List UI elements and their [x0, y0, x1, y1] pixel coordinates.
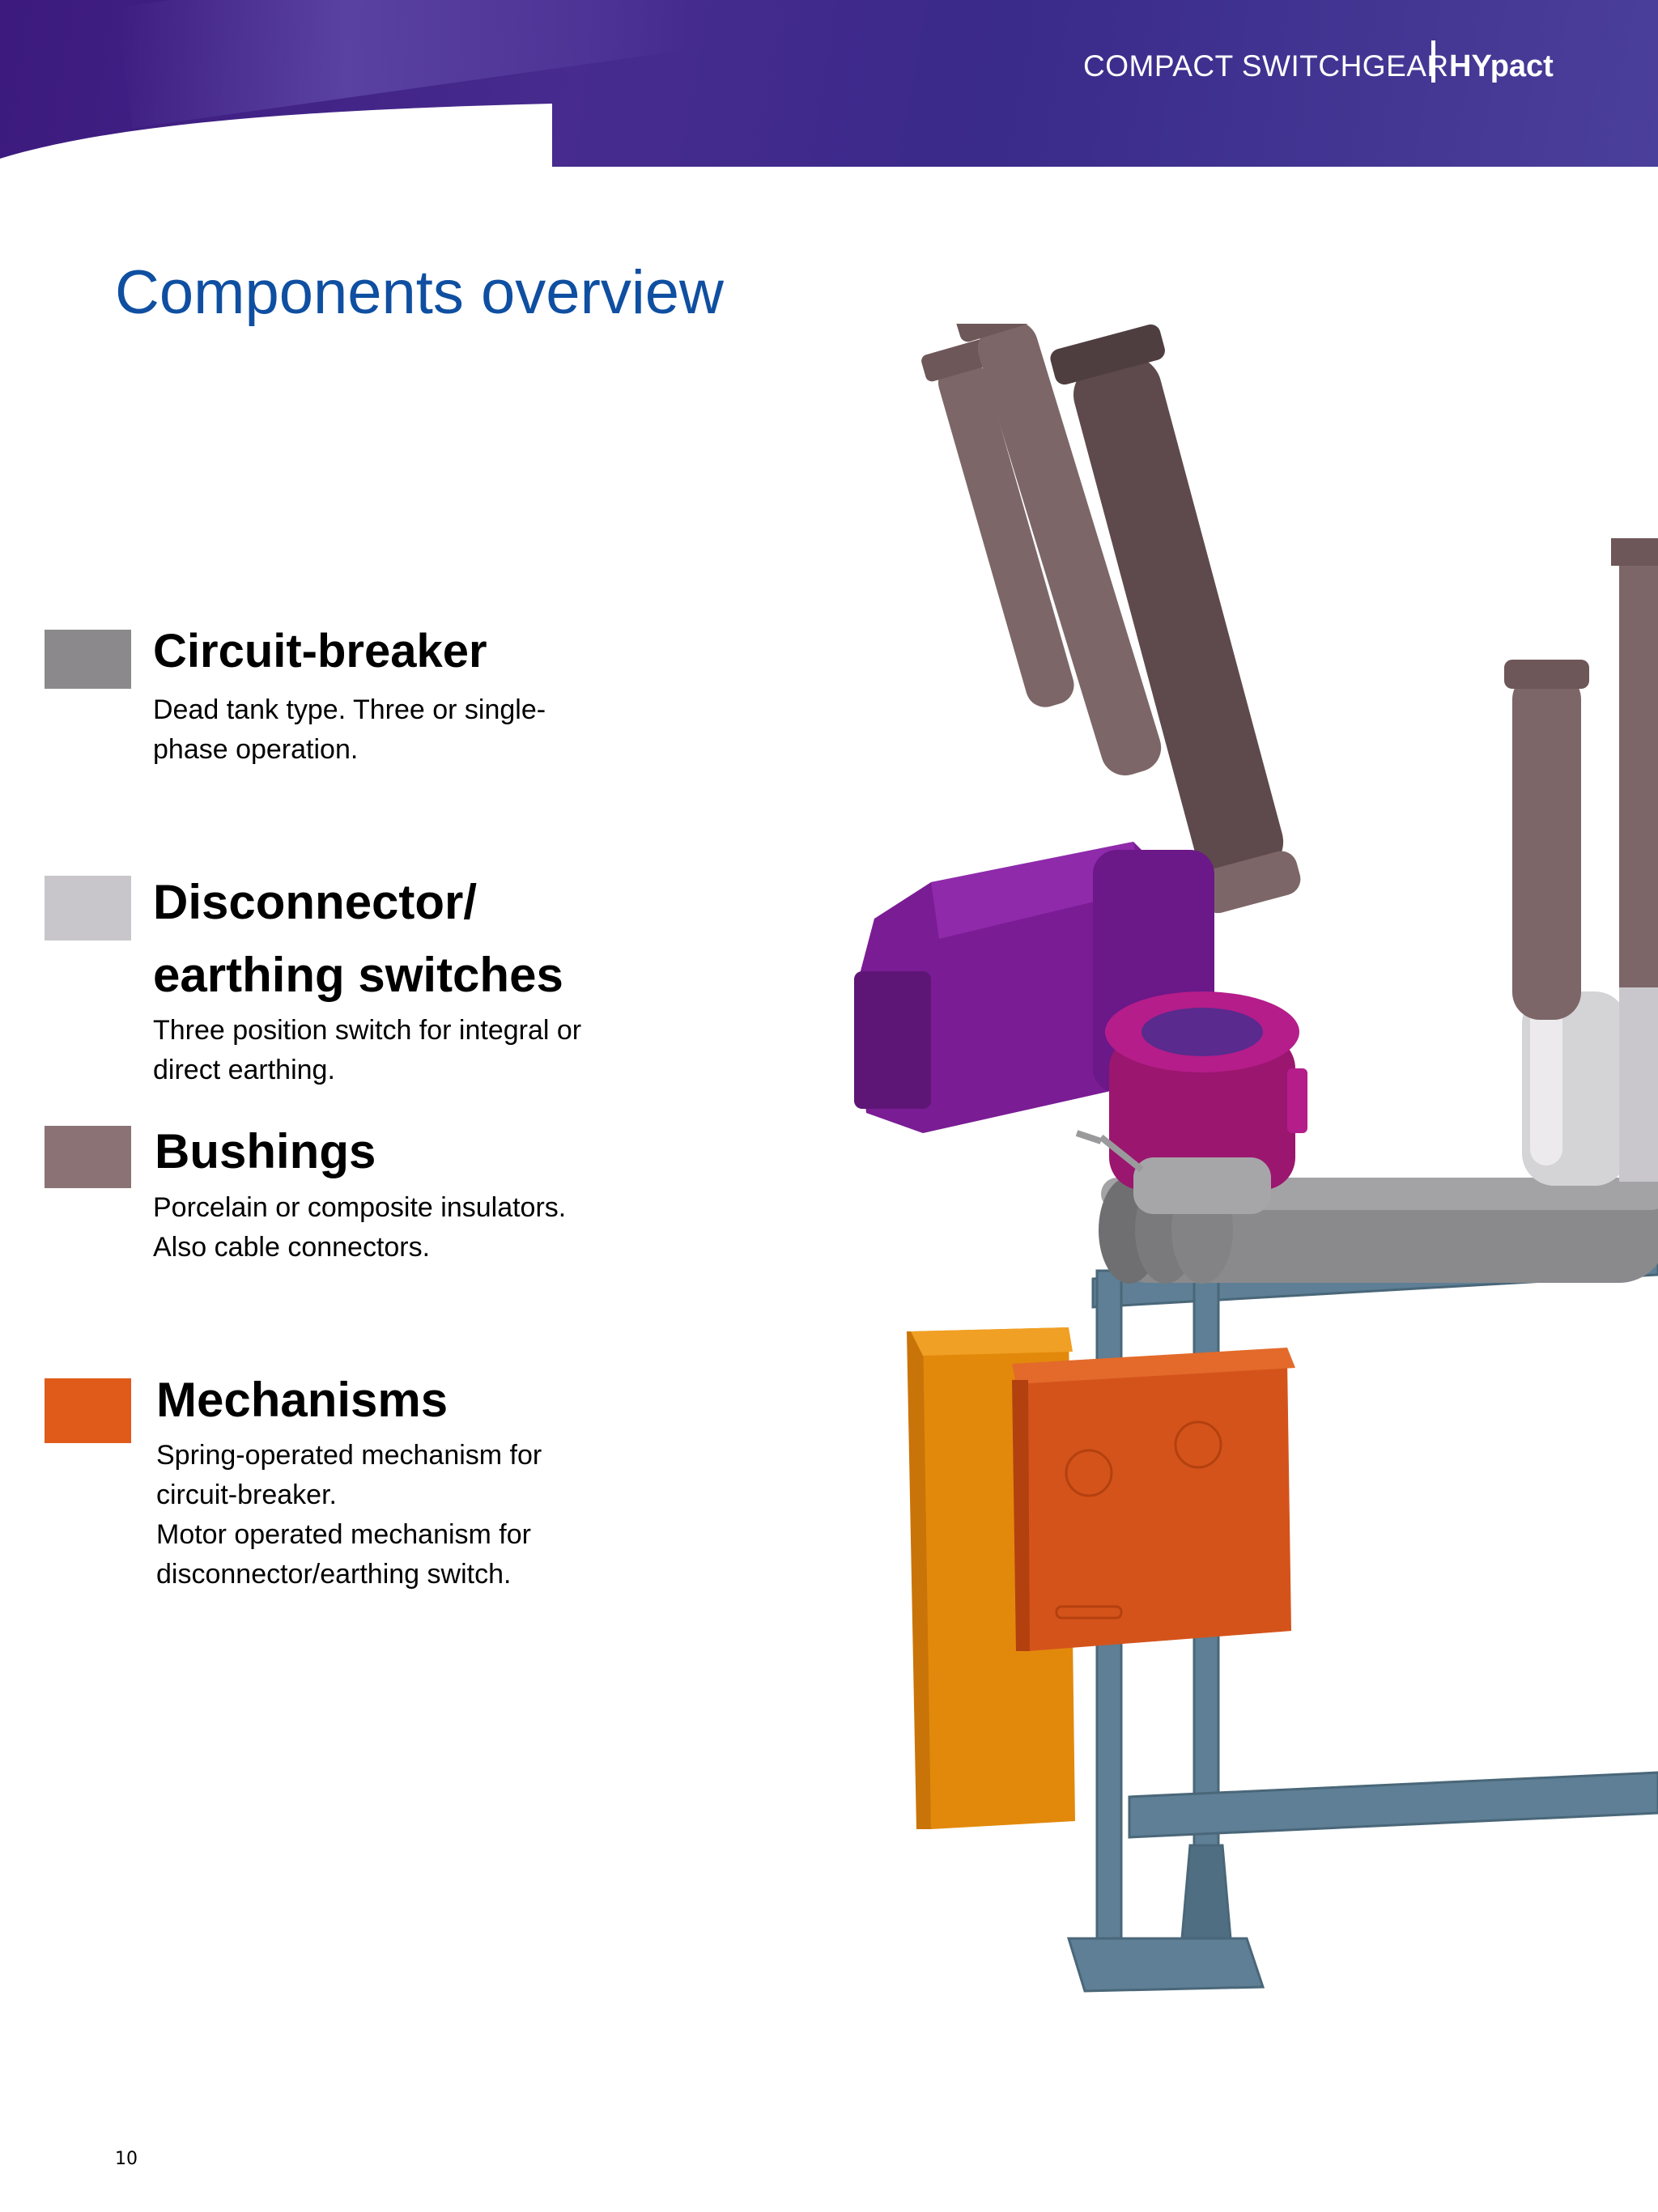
page-number: 10	[115, 2149, 138, 2169]
header-divider	[1431, 40, 1435, 83]
header-series-label: COMPACT SWITCHGEAR	[1083, 49, 1449, 83]
mechanisms-heading: Mechanisms	[156, 1373, 449, 1427]
bushings	[921, 324, 1658, 1020]
bushings-desc-line-2: Also cable connectors.	[153, 1232, 431, 1263]
right-insulators	[1522, 971, 1658, 1186]
mechanisms-swatch	[45, 1378, 131, 1443]
header-white-curve	[0, 104, 552, 167]
bushings-heading: Bushings	[155, 1124, 376, 1178]
lower-collar	[1133, 1157, 1271, 1214]
circuit-breaker-desc-line-2: phase operation.	[153, 734, 359, 765]
disconnector-desc-line-2: direct earthing.	[153, 1055, 335, 1085]
circuit-breaker-desc-line-1: Dead tank type. Three or single-	[153, 694, 546, 725]
linkage	[1075, 1130, 1144, 1173]
bushings-swatch	[45, 1126, 131, 1188]
bushings-desc-line-1: Porcelain or composite insulators.	[153, 1192, 567, 1223]
mechanisms-desc-line-1: Spring-operated mechanism for	[156, 1440, 542, 1471]
mechanism-box	[1012, 1348, 1295, 1651]
mechanisms-desc-line-4: disconnector/earthing switch.	[156, 1559, 512, 1590]
header-band: COMPACT SWITCHGEAR HYpact	[0, 0, 1658, 167]
disconnector-desc-line-1: Three position switch for integral or	[153, 1015, 582, 1046]
header-brand-label: HYpact	[1449, 49, 1554, 83]
mechanisms-desc-line-3: Motor operated mechanism for	[156, 1519, 531, 1550]
disconnector-heading-line-1: Disconnector/	[153, 875, 478, 929]
mechanisms-desc-line-2: circuit-breaker.	[156, 1480, 337, 1510]
disconnector-swatch	[45, 876, 131, 940]
disconnector-heading-line-2: earthing switches	[153, 948, 563, 1002]
circuit-breaker-swatch	[45, 630, 131, 689]
switchgear-illustration	[854, 324, 1658, 1993]
page-title: Components overview	[115, 258, 724, 327]
earthing-ring	[1105, 991, 1307, 1190]
circuit-breaker-heading: Circuit-breaker	[153, 625, 487, 677]
